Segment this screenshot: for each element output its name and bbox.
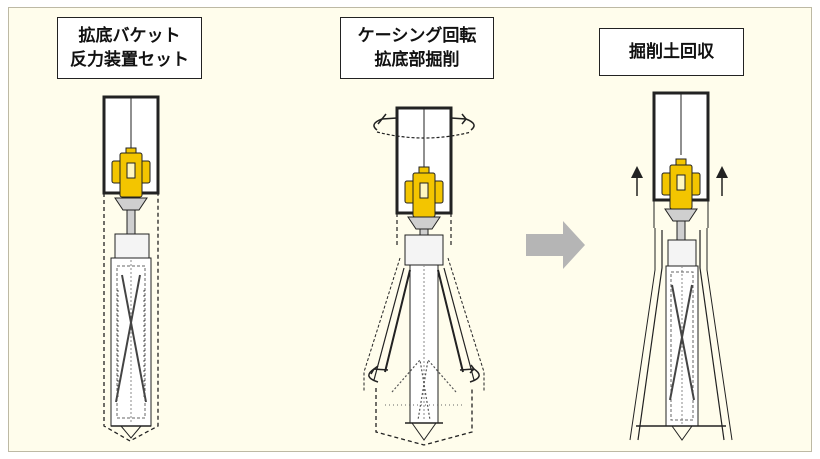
step-1-title-line1: 拡底バケット bbox=[78, 26, 181, 46]
step-3-title: 掘削土回収 bbox=[629, 42, 714, 62]
step-1-title-line2: 反力装置セット bbox=[70, 50, 189, 70]
step-2-label: ケーシング回転 拡底部掘削 bbox=[340, 17, 494, 79]
next-step-arrow-icon bbox=[526, 221, 585, 269]
kelly-swivel bbox=[661, 158, 701, 210]
step-2-title-line2: 拡底部掘削 bbox=[374, 50, 460, 70]
step-3-label: 掘削土回収 bbox=[599, 28, 744, 76]
kelly-swivel bbox=[404, 166, 444, 218]
step-2-equipment bbox=[363, 106, 485, 446]
step-2-title-line1: ケーシング回転 bbox=[357, 26, 477, 46]
step-3-equipment bbox=[629, 91, 733, 441]
rotation-arrow-icon bbox=[373, 117, 398, 131]
kelly-swivel bbox=[111, 147, 151, 198]
step-1-label: 拡底バケット 反力装置セット bbox=[57, 17, 202, 79]
step-1-equipment bbox=[102, 95, 160, 442]
